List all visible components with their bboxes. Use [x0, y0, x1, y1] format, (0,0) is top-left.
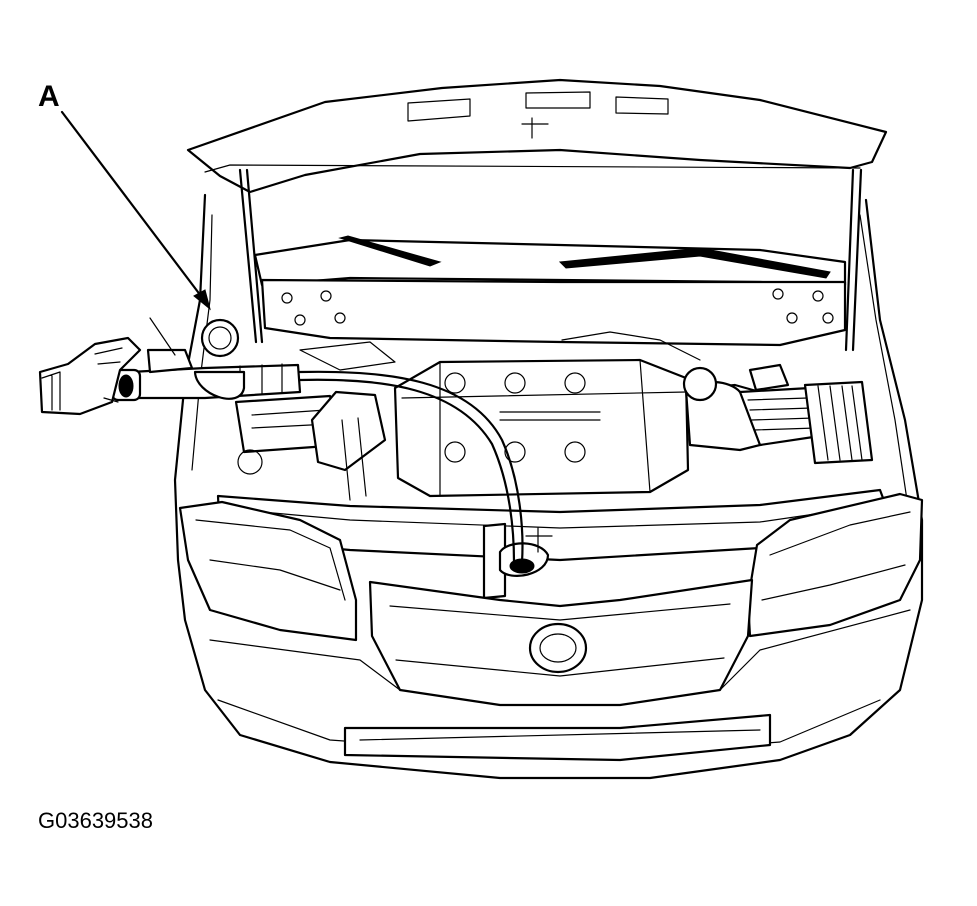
grille-bumper — [210, 580, 910, 705]
radiator-cap-tester — [112, 320, 300, 400]
hand — [40, 318, 175, 414]
left-bay-components — [236, 332, 700, 500]
figure-id: G03639538 — [38, 808, 153, 833]
car-body — [175, 195, 922, 778]
hood-struts — [240, 170, 861, 350]
open-hood — [188, 80, 886, 192]
tester-hose — [300, 372, 522, 562]
upper-panel — [262, 280, 845, 345]
callout-label-a: A — [38, 80, 60, 113]
headlights — [180, 494, 922, 640]
cowl-and-wipers — [255, 236, 845, 285]
engine — [395, 360, 688, 496]
air-intake — [684, 365, 872, 463]
callout-leader-line — [62, 112, 210, 309]
